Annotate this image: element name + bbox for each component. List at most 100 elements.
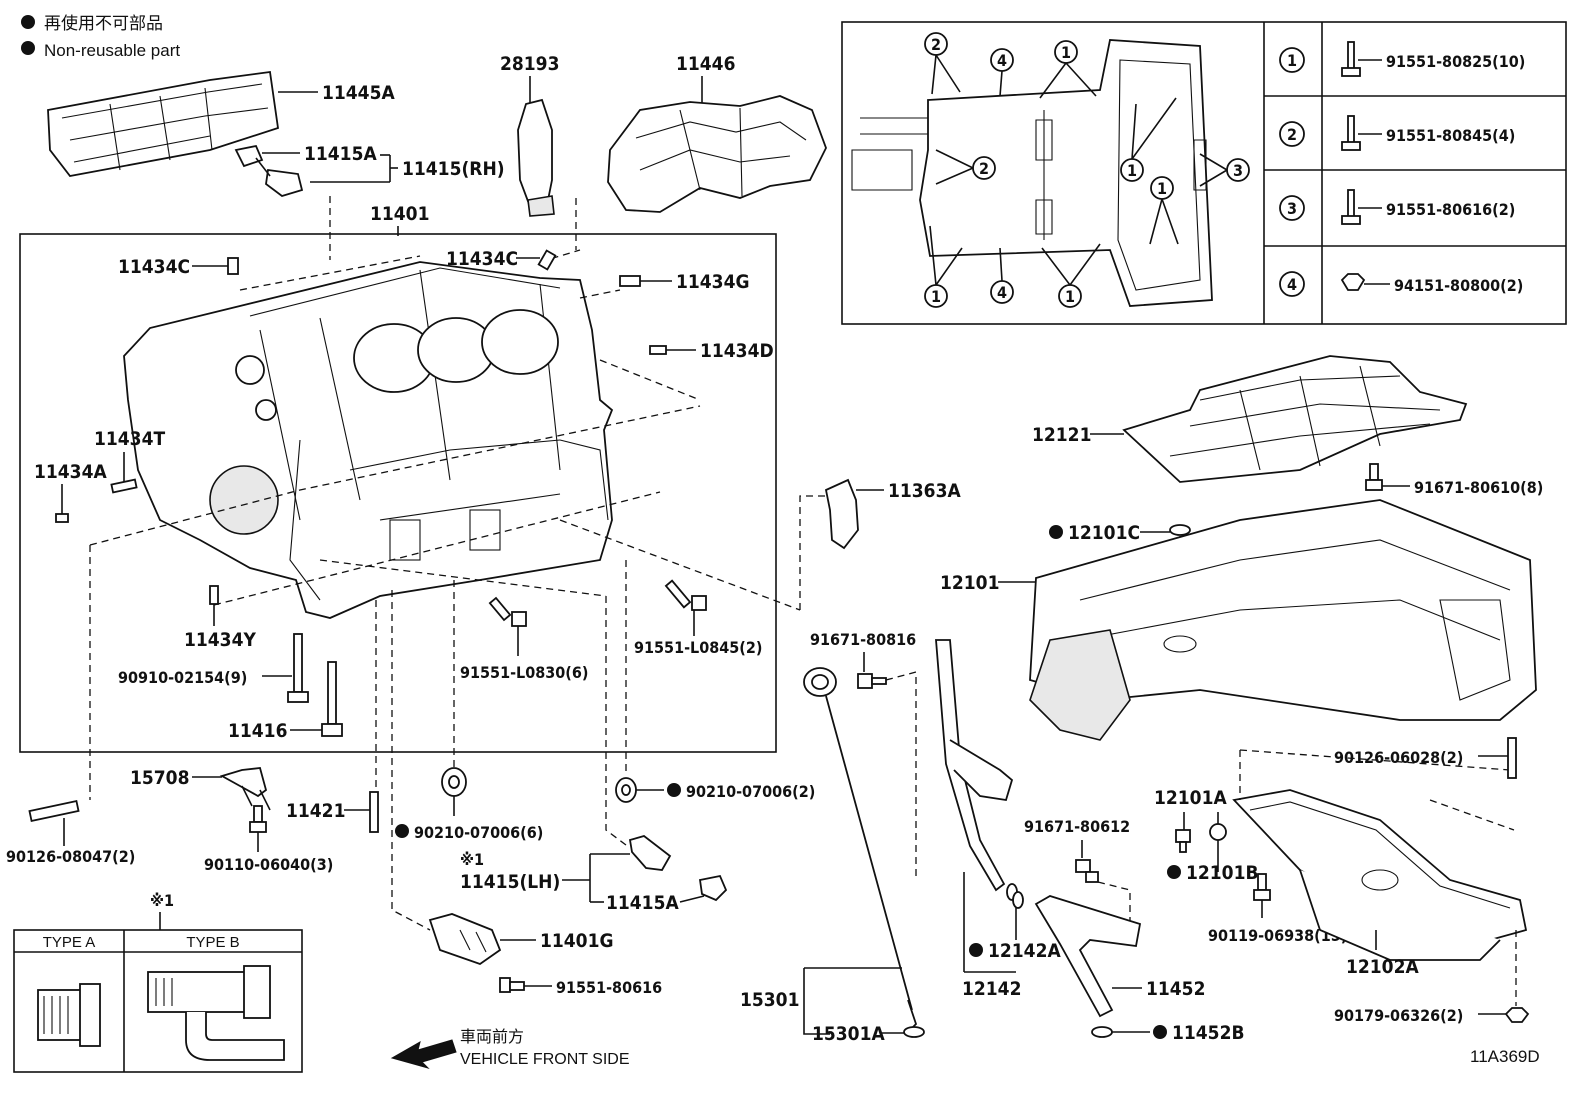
label-90126-06028: 90126-06028(2) [1334,748,1463,767]
label-91551-80616: 91551-80616 [556,978,662,997]
label-11445A: 11445A [322,82,395,104]
svg-text:1: 1 [1157,179,1167,198]
part-11401-cylinder-block [123,261,614,619]
part-11415-lh-sensor [628,835,728,902]
svg-text:4: 4 [997,283,1007,302]
pin-11434C-left [227,257,239,275]
label-90210-07006-2: 90210-07006(2) [686,782,815,801]
label-11415-rh: 11415(RH) [402,158,505,180]
bolt-inset-frame [841,21,1567,325]
pin-11434D [649,345,667,355]
stud-90126-06028 [1507,737,1517,779]
bolt-91551-L0830 [488,596,527,627]
label-91671-80816: 91671-80816 [810,630,916,649]
part-11452-oil-strainer [1034,895,1142,1018]
label-91551-L0845: 91551-L0845(2) [634,638,762,657]
svg-text:1: 1 [1127,161,1137,180]
svg-text:4: 4 [997,51,1007,70]
label-11434C-mid: 11434C [446,248,518,270]
svg-text:1: 1 [1287,51,1297,70]
type-a-sensor-drawing [37,983,101,1047]
non-reusable-bullet-icon [395,824,409,838]
label-11446: 11446 [676,53,735,75]
legend-jp: 再使用不可部品 [44,13,163,33]
part-15708-nozzle [219,767,271,811]
label-11363A: 11363A [888,480,961,502]
label-11415A-bottom: 11415A [606,892,679,914]
label-12101: 12101 [940,572,999,594]
vehicle-front-en: VEHICLE FRONT SIDE [460,1051,630,1068]
part-15301-dipstick [803,667,918,1029]
part-11446-insulator [607,95,827,213]
label-15301: 15301 [740,989,799,1011]
nut-90179 [1504,1007,1530,1023]
label-12101B: 12101B [1186,862,1259,884]
part-12142-dipstick-guide [935,639,1014,892]
diagram-code: 11A369D [1470,1047,1540,1066]
label-11401G: 11401G [540,930,614,952]
washer-12101A [1209,823,1227,841]
label-12142A: 12142A [988,940,1061,962]
label-11434C-left: 11434C [118,256,190,278]
label-12121: 12121 [1032,424,1091,446]
part-28193-bracket [517,98,555,217]
vehicle-front-jp: 車両前方 [460,1028,524,1046]
label-11452B: 11452B [1172,1022,1245,1044]
label-12101A: 12101A [1154,787,1227,809]
part-11401G-knock-sensor [428,913,502,966]
part-11363A-bracket [824,478,859,550]
part-12121-baffle [1122,355,1468,483]
label-11434A: 11434A [34,461,107,483]
bolt-91551-L0845 [664,579,707,611]
legend: 再使用不可部品 Non-reusable part [21,13,180,60]
bolt-91671-80816 [857,673,887,689]
label-28193: 28193 [500,53,559,75]
bolt-90110 [249,805,267,833]
bolt-11416 [321,661,343,737]
inset-callouts: 2 4 1 2 1 1 3 1 4 1 [924,32,1250,308]
bolt-table-part-1: 91551-80825(10) [1386,52,1525,71]
label-11416: 11416 [228,720,287,742]
label-90210-07006-6: 90210-07006(6) [414,823,543,842]
label-91551-L0830: 91551-L0830(6) [460,663,588,682]
label-91671-80610: 91671-80610(8) [1414,478,1543,497]
label-91671-80612: 91671-80612 [1024,817,1130,836]
label-12101C: 12101C [1068,522,1140,544]
label-12142: 12142 [962,978,1021,1000]
svg-text:3: 3 [1233,161,1243,180]
vehicle-front-arrow-icon [390,1039,457,1069]
svg-text:1: 1 [931,287,941,306]
pin-11434C-mid [537,249,557,271]
part-11415-rh-sensor [234,144,304,197]
bolt-table-part-2: 91551-80845(4) [1386,126,1515,145]
label-note-mark: ※1 [460,850,484,869]
type-b-sensor-drawing [147,965,285,1061]
non-reusable-bullet-icon [969,943,983,957]
type-table-note: ※1 [150,891,174,910]
label-11434Y: 11434Y [184,629,256,651]
seal-90210-07006-2 [615,777,637,803]
label-11434G: 11434G [676,271,750,293]
non-reusable-bullet-icon [21,15,35,29]
label-12102A: 12102A [1346,956,1419,978]
part-11445A-insulator [47,70,279,177]
type-table-frame [13,929,303,1073]
bolt-91671-80610 [1365,463,1383,491]
pin-11434A [55,513,69,523]
stud-90126-08047 [28,800,80,822]
svg-text:2: 2 [1287,125,1297,144]
inset-oil-pan-outline [851,39,1213,307]
label-11421: 11421 [286,800,345,822]
label-90179: 90179-06326(2) [1334,1006,1463,1025]
oring-15301A [903,1026,925,1038]
type-a-header: TYPE A [43,934,96,951]
svg-text:4: 4 [1287,275,1297,294]
bolt-table-part-3: 91551-80616(2) [1386,200,1515,219]
non-reusable-bullet-icon [1167,865,1181,879]
label-15708: 15708 [130,767,189,789]
non-reusable-bullet-icon [1049,525,1063,539]
bolt-12101A [1175,829,1191,853]
bolt-91671-80612 [1075,859,1099,883]
